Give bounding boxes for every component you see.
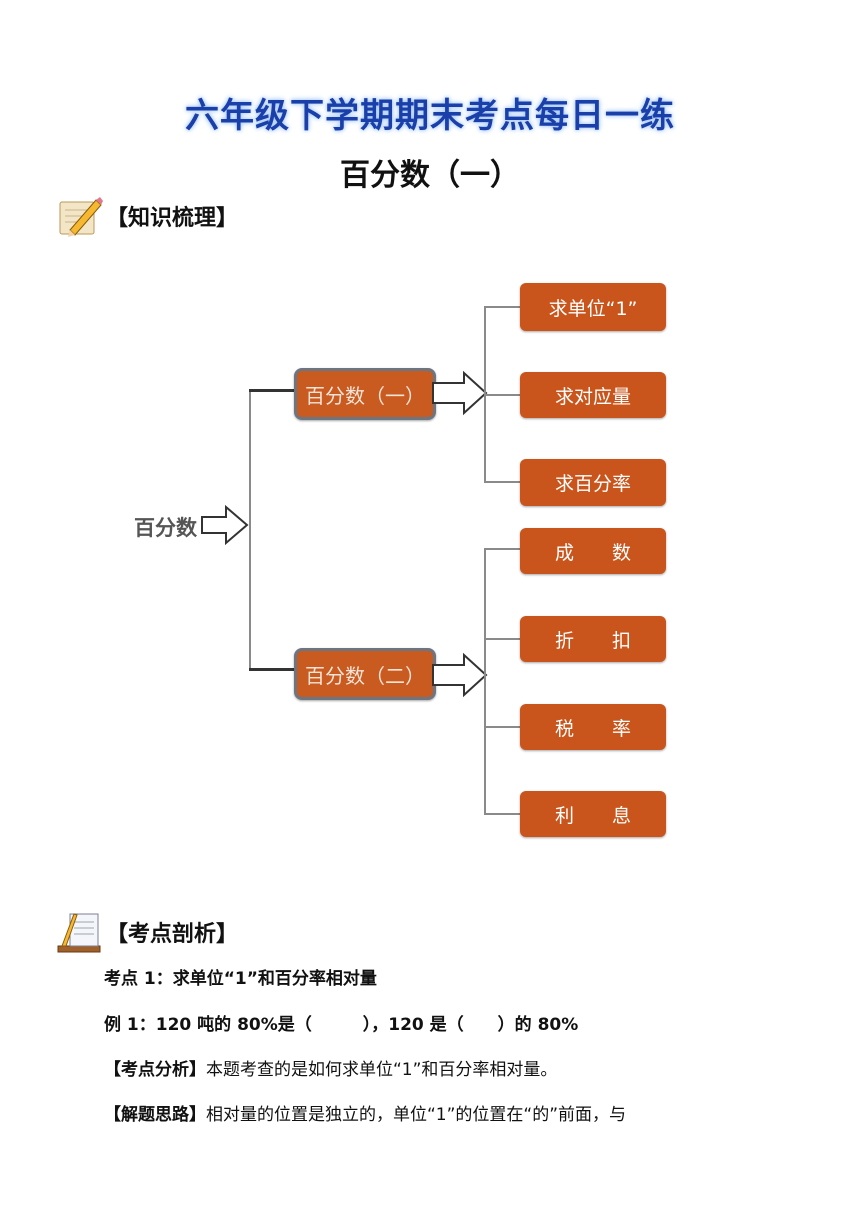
bracket-tick — [484, 306, 520, 308]
section-analysis-label: 【考点剖析】 — [106, 922, 239, 947]
thinking-text: 相对量的位置是独立的，单位“1”的位置在“的”前面，与 — [206, 1105, 627, 1125]
section-knowledge-label: 【知识梳理】 — [106, 206, 239, 231]
root-arrow-icon — [201, 504, 249, 546]
analysis-line: 【考点分析】本题考查的是如何求单位“1”和百分率相对量。 — [104, 1062, 557, 1079]
leaf-percentage-rate: 求百分率 — [520, 459, 666, 506]
branch2-bracket — [484, 548, 486, 814]
bracket-tick — [484, 813, 520, 815]
kaodian-heading: 考点 1：求单位“1”和百分率相对量 — [104, 969, 377, 989]
bracket-tick — [484, 394, 520, 396]
bracket-tick — [484, 726, 520, 728]
bracket-tick — [484, 548, 520, 550]
diagram-root-label: 百分数 — [134, 516, 197, 540]
bracket-tick — [484, 638, 520, 640]
section-knowledge-header: 【知识梳理】 — [56, 192, 238, 240]
example-1: 例 1：120 吨的 80%是（ ），120 是（ ）的 80% — [104, 1015, 579, 1035]
leaf-discount: 折 扣 — [520, 616, 666, 662]
leaf-tax-rate: 税 率 — [520, 704, 666, 750]
leaf-chengshu: 成 数 — [520, 528, 666, 574]
thinking-line: 【解题思路】相对量的位置是独立的，单位“1”的位置在“的”前面，与 — [104, 1107, 626, 1124]
page-subtitle: 百分数（一） — [340, 158, 520, 193]
branch2-arrow-icon — [432, 652, 488, 698]
trunk-line — [249, 390, 251, 670]
bracket-tick — [484, 481, 520, 483]
branch2-connector — [249, 668, 295, 671]
pencil-paper-icon — [59, 197, 103, 237]
branch1-connector — [249, 389, 295, 392]
leaf-corresponding-amount: 求对应量 — [520, 372, 666, 418]
analysis-text: 本题考查的是如何求单位“1”和百分率相对量。 — [206, 1060, 558, 1080]
branch2-box: 百分数（二） — [294, 648, 436, 700]
page-title: 六年级下学期期末考点每日一练 — [185, 96, 675, 136]
leaf-interest: 利 息 — [520, 791, 666, 837]
branch1-box: 百分数（一） — [294, 368, 436, 420]
leaf-unit-one: 求单位“1” — [520, 283, 666, 331]
section-analysis-header: 【考点剖析】 — [56, 908, 238, 956]
branch1-arrow-icon — [432, 370, 488, 416]
thinking-label: 【解题思路】 — [104, 1105, 206, 1125]
analysis-label: 【考点分析】 — [104, 1060, 206, 1080]
notebook-stand-icon — [57, 913, 101, 953]
